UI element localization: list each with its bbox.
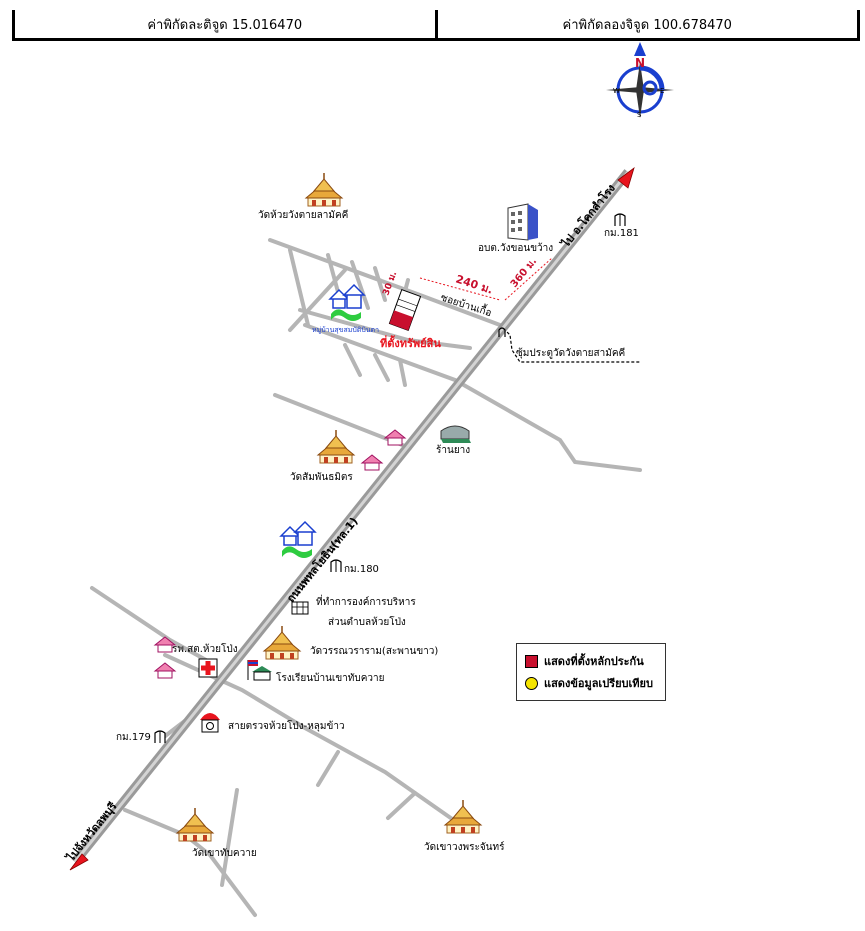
subject-property-marker: [388, 289, 422, 331]
to-south-label: ไปจังหวัดลพบุรี: [62, 799, 120, 866]
km-post-icon: [614, 213, 626, 227]
police-checkpoint-icon: [200, 713, 220, 733]
minor-roads: [90, 238, 642, 917]
arch-icon: [498, 327, 506, 337]
subject-label: ที่ตั้งทรัพย์สิน: [380, 335, 441, 350]
compass-e: E: [660, 87, 664, 95]
hospital-icon: [198, 658, 218, 678]
legend-row-subject: แสดงที่ตั้งหลักประกัน: [525, 650, 657, 672]
map-legend: แสดงที่ตั้งหลักประกัน แสดงข้อมูลเปรียบเท…: [516, 643, 666, 701]
coordinate-bar: ค่าพิกัดละติจูด 15.016470 ค่าพิกัดลองจิจ…: [12, 10, 860, 41]
yellow-circle-icon: [525, 676, 538, 690]
house-icon: [384, 429, 406, 446]
compass-n: N: [635, 56, 645, 70]
main-highway: [71, 169, 632, 865]
label-km179: กม.179: [116, 732, 151, 743]
compass-s: S: [637, 111, 642, 119]
compass-w: W: [613, 87, 620, 95]
school-icon: [247, 660, 272, 681]
label-sao-office-2: ส่วนตำบลห้วยโป่ง: [328, 615, 406, 628]
temple-icon: [263, 625, 301, 660]
village-icon: [280, 521, 316, 559]
distance-240-line: [419, 277, 501, 301]
legend-subject-text: แสดงที่ตั้งหลักประกัน: [544, 655, 644, 668]
label-wat-sampan: วัดสัมพันธมิตร: [290, 472, 353, 483]
label-km180: กม.180: [344, 564, 379, 575]
km-post-icon: [154, 730, 166, 744]
longitude-label: ค่าพิกัดลองจิจูด 100.678470: [434, 10, 858, 38]
label-wat-wanna: วัดวรรณวราราม(สะพานขาว): [310, 646, 438, 657]
km-post-icon: [330, 559, 342, 573]
label-sao-office-1: ที่ทำการองค์การบริหาร: [316, 594, 416, 608]
distance-30: 30 ม.: [381, 270, 399, 297]
government-office-icon: [291, 601, 309, 615]
label-wat-huai-wang: วัดห้วยวังตายลามัคคี: [258, 209, 348, 221]
temple-icon: [317, 429, 355, 464]
arrow-south: [69, 853, 89, 871]
label-village-top: หมู่บ้านสุขสมบัติบินตา: [312, 326, 379, 334]
to-north-label: ไป อ.โคกสำโรง: [557, 181, 618, 251]
building-icon: [507, 203, 538, 241]
house-icon: [361, 454, 383, 471]
label-checkpoint: สายตรวจห้วยโป่ง-หลุมข้าว: [228, 719, 345, 732]
arrow-north: [617, 166, 635, 189]
label-arch: ซุ้มประตูวัดวังตายสามัคคี: [516, 347, 625, 359]
label-shop: ร้านยาง: [436, 444, 470, 456]
label-obt: อบต.วังขอนขว้าง: [478, 242, 553, 254]
legend-row-comparable: แสดงข้อมูลเปรียบเทียบ: [525, 672, 657, 694]
label-hospital: รพ.สต.ห้วยโป่ง: [172, 642, 238, 655]
label-school: โรงเรียนบ้านเขาทับควาย: [276, 671, 385, 684]
shop-icon: [440, 425, 471, 443]
label-wat-khao-wong: วัดเขาวงพระจันทร์: [424, 841, 505, 853]
village-icon: [329, 284, 365, 322]
red-square-icon: [525, 654, 538, 668]
label-wat-khao-thap: วัดเขาทับควาย: [192, 848, 257, 859]
label-km181: กม.181: [604, 228, 639, 239]
house-icon: [154, 662, 176, 679]
compass-rose: N S E W: [606, 42, 674, 119]
latitude-label: ค่าพิกัดละติจูด 15.016470: [147, 17, 303, 33]
temple-icon: [176, 807, 214, 842]
legend-comparable-text: แสดงข้อมูลเปรียบเทียบ: [544, 677, 653, 690]
highway-label: ถนนพหลโยธิน(ทล.1): [283, 514, 360, 605]
distance-360-line: [504, 257, 553, 301]
temple-icon: [305, 172, 343, 207]
